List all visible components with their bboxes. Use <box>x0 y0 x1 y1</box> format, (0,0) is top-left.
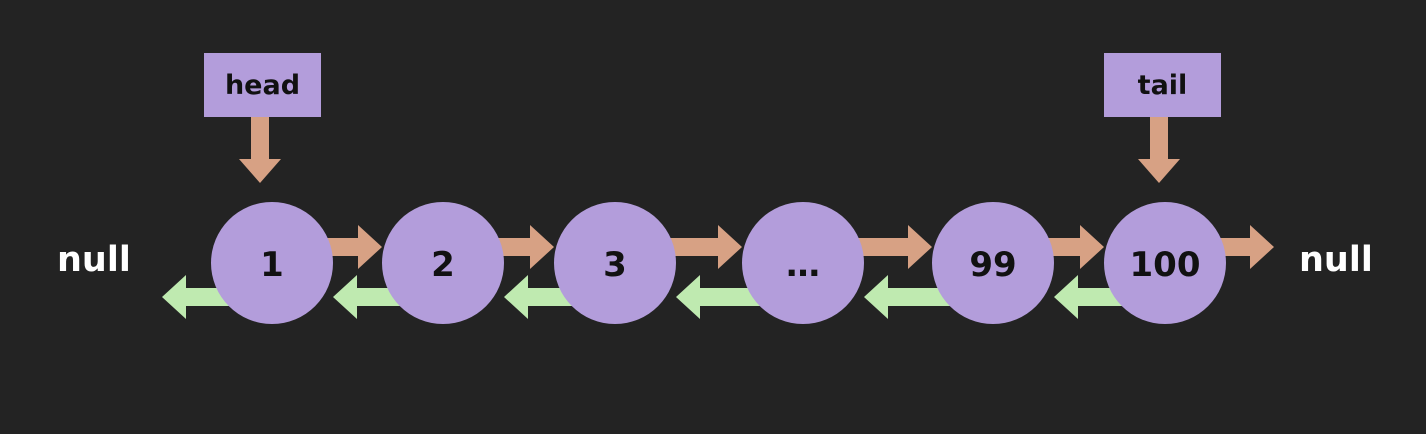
prev-arrow-null <box>162 275 262 319</box>
node-circle <box>211 202 333 324</box>
node-label: … <box>786 245 820 285</box>
null-left-label: null <box>57 240 131 280</box>
list-node: 100 <box>1104 202 1226 324</box>
next-arrow-5 <box>1038 225 1104 269</box>
node-circle <box>1104 202 1226 324</box>
list-node: 1 <box>211 202 333 324</box>
head-pointer-box: head <box>204 53 321 117</box>
next-arrow-4 <box>848 225 932 269</box>
tail-down-arrow <box>1138 117 1180 183</box>
prev-arrow-2 <box>504 275 605 319</box>
tail-pointer-box: tail <box>1104 53 1221 117</box>
node-label: 2 <box>431 245 455 285</box>
prev-arrow-4 <box>864 275 983 319</box>
null-right-label: null <box>1299 240 1373 280</box>
next-arrow-3 <box>660 225 742 269</box>
prev-arrow-5 <box>1054 275 1155 319</box>
node-label: 100 <box>1130 245 1201 285</box>
list-node: 3 <box>554 202 676 324</box>
list-node: 2 <box>382 202 504 324</box>
prev-arrow-3 <box>676 275 793 319</box>
next-arrow-null <box>1210 225 1274 269</box>
node-circle <box>382 202 504 324</box>
node-label: 3 <box>603 245 627 285</box>
next-arrow-1 <box>317 225 382 269</box>
node-label: 1 <box>260 245 284 285</box>
head-down-arrow <box>239 117 281 183</box>
list-node: 99 <box>932 202 1054 324</box>
node-label: 99 <box>969 245 1016 285</box>
node-circle <box>742 202 864 324</box>
node-circle <box>932 202 1054 324</box>
next-arrow-2 <box>488 225 554 269</box>
prev-arrow-1 <box>333 275 433 319</box>
list-node: … <box>742 202 864 324</box>
node-circle <box>554 202 676 324</box>
